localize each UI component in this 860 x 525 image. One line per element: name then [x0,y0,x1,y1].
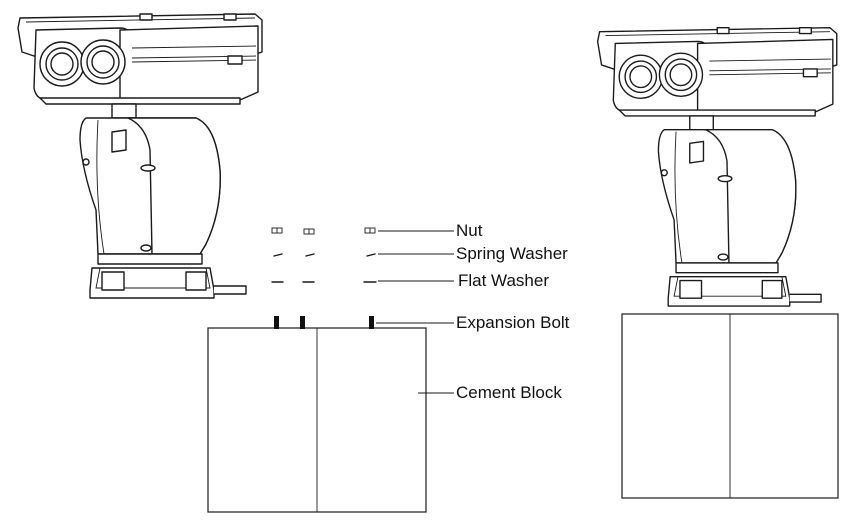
expansion-bolt-icons [274,316,374,329]
label-flat-washer: Flat Washer [458,271,550,290]
cement-block-right [621,313,839,499]
camera-unit-right [596,27,838,307]
label-nut: Nut [456,221,483,240]
label-cement-block: Cement Block [456,383,562,402]
camera-unit-left [17,13,263,299]
callout-lines [376,230,454,394]
nut-icons [271,227,376,235]
cement-block-left [207,327,427,513]
label-spring-washer: Spring Washer [456,244,568,263]
label-expansion-bolt: Expansion Bolt [456,313,570,332]
spring-washer-icons [273,253,376,257]
